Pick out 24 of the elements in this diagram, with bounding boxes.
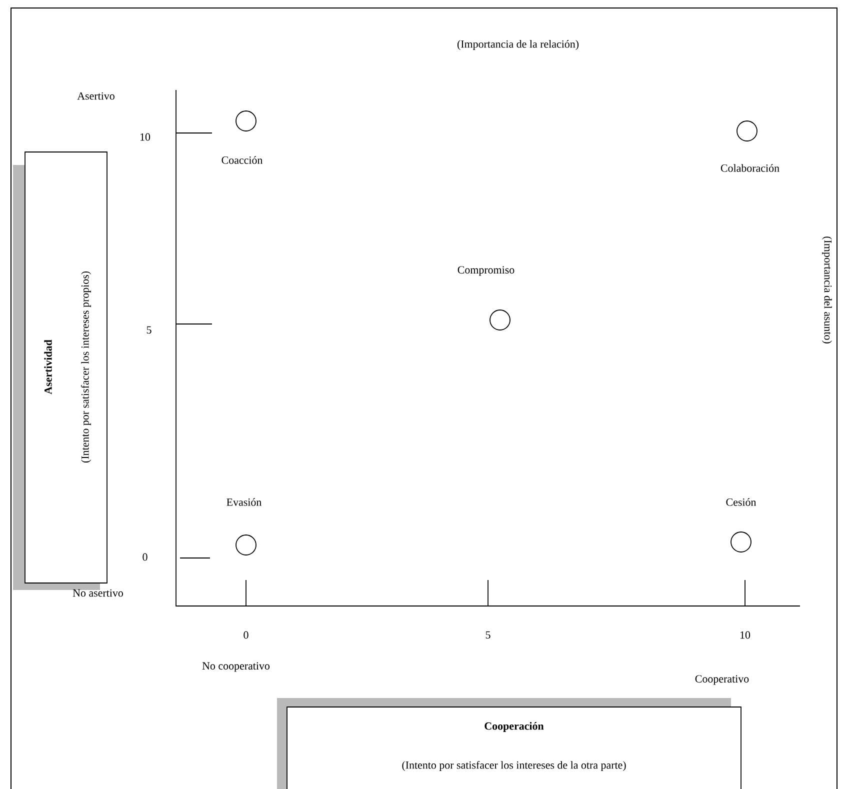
tick-label: 0 (244, 631, 248, 639)
tick-label: 0 (142, 553, 148, 561)
marker-circle (236, 110, 256, 132)
tick-label: 10 (140, 133, 150, 141)
marker-circle (730, 532, 752, 552)
point-label: Colaboración (720, 164, 780, 172)
axis-title-box: Asertividad (Intento por satisfacer los intereses propios) (13, 152, 108, 590)
point-label: Evasión (226, 498, 262, 506)
point-label: Compromiso (458, 266, 514, 276)
marker-circle (736, 120, 758, 142)
axis-note: (Importancia del asunto) (822, 236, 832, 344)
axis-end-label: Cooperativo (695, 675, 749, 685)
axis-end-label: No asertivo (72, 589, 123, 597)
marker-circle (236, 534, 256, 556)
marker-circle (490, 310, 510, 330)
axis-title-box: Cooperación (Intento por satisfacer los intereses de la otra parte) (277, 698, 742, 789)
axis-end-label: Asertivo (77, 92, 114, 100)
axis-note: (Importancia de la relación) (457, 40, 579, 50)
point-label: Coacción (222, 156, 263, 164)
point-label: Cesión (726, 498, 756, 506)
tick-label: 10 (740, 631, 750, 639)
axis-end-label: No cooperativo (202, 662, 270, 672)
tick-label: 5 (486, 631, 490, 639)
tick-label: 5 (146, 326, 152, 334)
